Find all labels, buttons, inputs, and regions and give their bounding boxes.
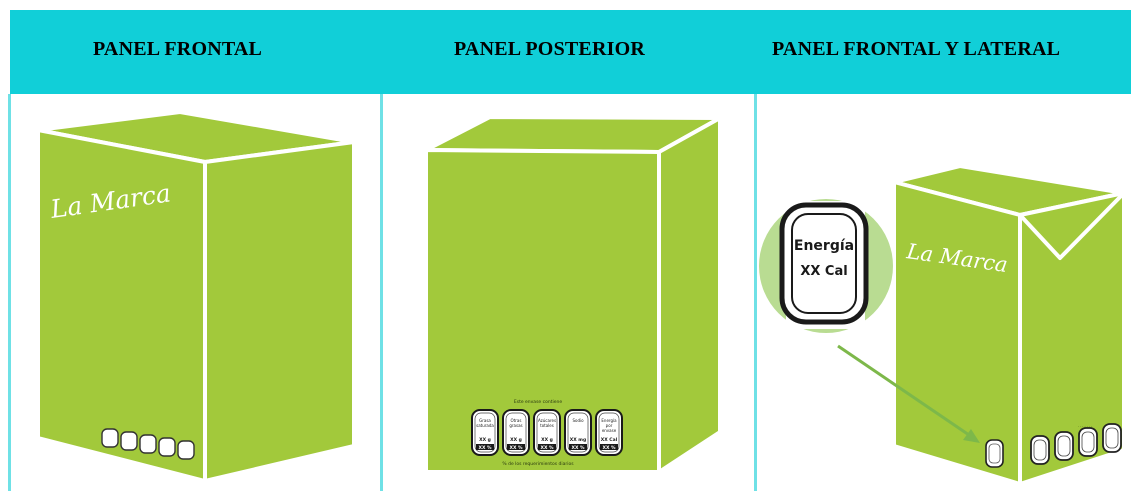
- nutrition-seal-label: totales: [540, 423, 554, 428]
- zoom-circle: Energía XX Cal: [759, 199, 893, 333]
- nutrition-seal-percent: XX %: [571, 445, 585, 451]
- nutrition-seal-value: XX g: [510, 437, 522, 443]
- box-frontal: La Marca: [38, 112, 354, 481]
- nutrition-seal-label: Sodio: [572, 418, 584, 423]
- energy-seal-small: [986, 440, 1003, 467]
- nutrition-seal-label: envase: [602, 428, 617, 433]
- nutrition-seal-percent: XX %: [478, 445, 492, 451]
- nutrition-seal-label: grasas: [509, 423, 522, 428]
- seal-energy-value: XX Cal: [800, 264, 847, 279]
- nutrition-seal-value: XX g: [541, 437, 553, 443]
- box-frontal-lateral: La Marca · · · · · · ·: [759, 166, 1124, 484]
- nutrition-seal-value: XX Cal: [601, 437, 618, 443]
- back-top-note: Este envase contiene: [514, 399, 562, 405]
- nutrition-seal-percent: XX %: [602, 445, 616, 451]
- nutrition-seal-value: XX g: [479, 437, 491, 443]
- nutrition-seal-percent: XX %: [509, 445, 523, 451]
- nutrition-seal-percent: XX %: [540, 445, 554, 451]
- back-bottom-note: % de los requerimientos diarios: [502, 461, 574, 467]
- nutrition-seal: Sodio XX mg XX %: [565, 410, 591, 455]
- nutrition-seal-value: XX mg: [570, 437, 586, 443]
- seal-energy-label: Energía: [794, 238, 854, 254]
- nutrition-seal-label: saturada: [476, 423, 494, 428]
